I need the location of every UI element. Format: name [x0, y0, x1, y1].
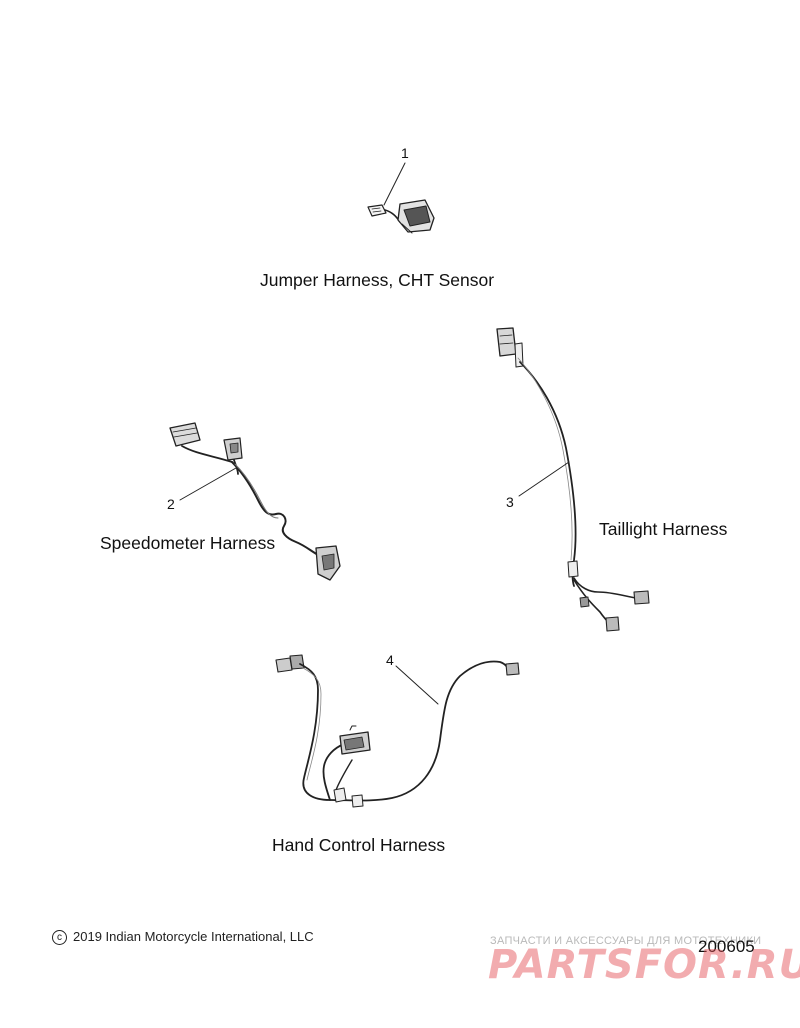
part-title-speedometer-harness: Speedometer Harness	[100, 533, 276, 553]
callout-leader-2	[179, 467, 237, 501]
part-title-hand-control-harness: Hand Control Harness	[272, 835, 446, 855]
copyright-icon: c	[52, 930, 67, 945]
watermark-logo: PARTSFOR.RU	[488, 942, 800, 988]
part-3-taillight-harness-drawing	[496, 327, 650, 632]
copyright-notice: c 2019 Indian Motorcycle International, L…	[52, 929, 314, 945]
copyright-text: 2019 Indian Motorcycle International, LL…	[73, 929, 314, 944]
figure-number: 200605	[698, 937, 755, 956]
callout-number-4: 4	[386, 652, 394, 668]
part-title-taillight-harness: Taillight Harness	[599, 519, 728, 539]
part-2-speedometer-harness-drawing	[169, 422, 341, 581]
part-4-hand-control-harness-drawing	[275, 654, 520, 808]
watermark-caption: ЗАПЧАСТИ И АКСЕССУАРЫ ДЛЯ МОТОТЕХНИКИ	[490, 935, 762, 947]
callout-leader-4	[395, 665, 439, 705]
callout-number-2: 2	[167, 496, 175, 512]
callout-leader-1	[383, 162, 406, 206]
callout-leader-3	[518, 461, 570, 497]
callout-number-1: 1	[401, 145, 409, 161]
part-title-jumper-harness: Jumper Harness, CHT Sensor	[260, 270, 495, 290]
part-1-jumper-harness-drawing	[367, 162, 435, 234]
callout-number-3: 3	[506, 494, 514, 510]
